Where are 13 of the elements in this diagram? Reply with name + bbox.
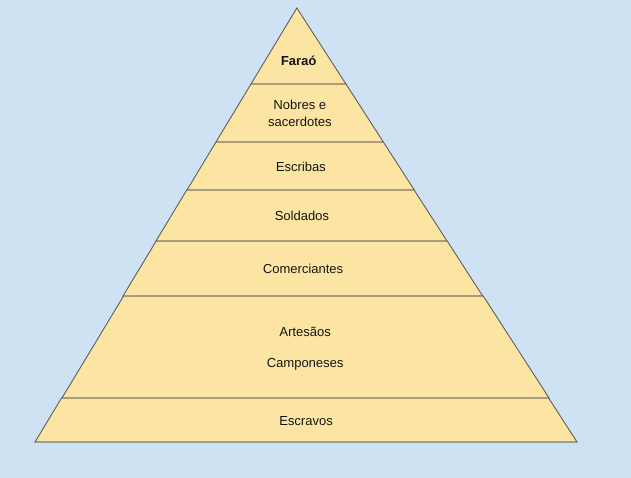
tier-label: Escribas: [276, 158, 326, 174]
pyramid-tier: [216, 84, 384, 142]
tier-label: Soldados: [274, 207, 329, 224]
pyramid-tier: [251, 8, 346, 84]
tier-label: Comerciantes: [262, 260, 344, 277]
pyramid-tier: [35, 398, 577, 442]
pyramid-tier: [187, 142, 414, 190]
tier-label: Camponeses: [266, 354, 344, 371]
tier-label: Artesãos: [279, 323, 331, 340]
pyramid-tier: [156, 190, 448, 241]
tier-label: Faraó: [280, 52, 316, 68]
tier-label: Escravos: [279, 412, 333, 428]
tier-label: Nobres e sacerdotes: [266, 96, 333, 130]
